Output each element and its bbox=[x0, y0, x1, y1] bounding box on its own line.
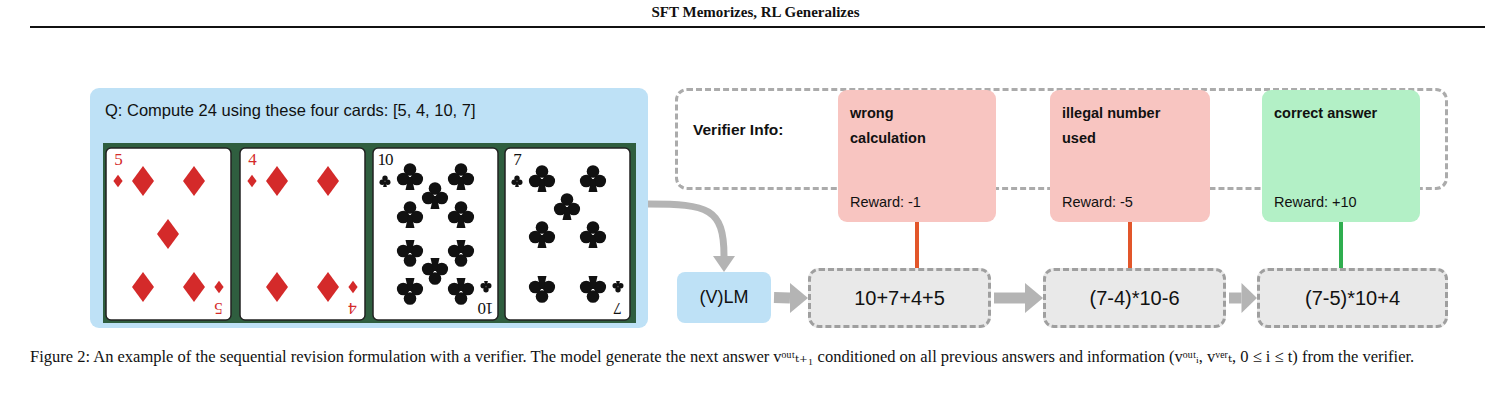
arrow-head bbox=[1242, 283, 1258, 313]
card-index: 7 bbox=[505, 151, 529, 169]
club-pip bbox=[511, 176, 522, 187]
box-text: (7-4)*10-6 bbox=[1089, 287, 1179, 310]
card-table bbox=[103, 143, 636, 323]
connector bbox=[994, 283, 1043, 313]
figure-caption: Figure 2: An example of the sequential r… bbox=[30, 345, 1485, 368]
card-index: 5 bbox=[106, 151, 130, 169]
connector bbox=[1229, 283, 1257, 313]
club-pip bbox=[422, 182, 448, 209]
connector-line bbox=[1128, 222, 1132, 268]
box-text: Q: Compute 24 using these four cards: [5… bbox=[105, 101, 476, 120]
box-subtext: Reward: -5 bbox=[1062, 194, 1133, 210]
club-pip bbox=[480, 281, 491, 292]
club-pip bbox=[580, 165, 606, 192]
diamond-pip bbox=[183, 166, 205, 196]
box-text: correct answer bbox=[1274, 101, 1396, 126]
connector bbox=[648, 204, 735, 272]
playing-card bbox=[505, 148, 630, 320]
box-text: 10+7+4+5 bbox=[854, 287, 945, 310]
diamond-pip bbox=[317, 272, 339, 302]
playing-card bbox=[240, 148, 365, 320]
box-text: Verifier Info: bbox=[693, 121, 783, 139]
diamond-pip bbox=[183, 272, 205, 302]
card-index: 7 bbox=[606, 299, 630, 317]
arrow-head bbox=[713, 256, 735, 272]
club-pip bbox=[529, 221, 555, 248]
connector-line bbox=[915, 222, 919, 268]
club-pip bbox=[529, 276, 555, 303]
figure-title: SFT Memorizes, RL Generalizes bbox=[0, 4, 1511, 21]
box-text: (V)LM bbox=[700, 287, 749, 308]
club-pip bbox=[554, 193, 580, 220]
connector bbox=[1130, 222, 1131, 268]
box-text: wrong calculation bbox=[850, 101, 972, 151]
diamond-pip bbox=[247, 175, 256, 188]
feedback-box: illegal number usedReward: -5 bbox=[1050, 90, 1210, 222]
card-index: 5 bbox=[207, 299, 231, 317]
diamond-pip bbox=[132, 272, 154, 302]
card-index: 4 bbox=[240, 151, 264, 169]
box-text: illegal number used bbox=[1062, 101, 1184, 151]
box-subtext: Reward: +10 bbox=[1274, 194, 1357, 210]
connector bbox=[917, 222, 918, 268]
answer-box: (7-4)*10-6 bbox=[1043, 268, 1226, 328]
club-pip bbox=[397, 240, 423, 267]
card-index: 4 bbox=[341, 299, 365, 317]
playing-card bbox=[106, 148, 231, 320]
playing-card bbox=[373, 148, 498, 320]
club-pip bbox=[448, 278, 474, 305]
header-rule bbox=[30, 26, 1485, 28]
arrow-head bbox=[1025, 283, 1043, 313]
connector bbox=[774, 283, 808, 313]
club-pip bbox=[422, 258, 448, 285]
club-pip bbox=[448, 240, 474, 267]
box-text: (7-5)*10+4 bbox=[1305, 287, 1400, 310]
connector-line bbox=[648, 204, 724, 256]
club-pip bbox=[448, 201, 474, 228]
connector-line bbox=[1339, 222, 1343, 268]
arrow-head bbox=[790, 283, 808, 313]
diamond-pip bbox=[214, 281, 223, 294]
card-index: 10 bbox=[474, 299, 498, 317]
model-box: (V)LM bbox=[677, 272, 771, 323]
club-pip bbox=[397, 278, 423, 305]
card-index: 10 bbox=[373, 151, 397, 169]
club-pip bbox=[612, 281, 623, 292]
diamond-pip bbox=[266, 272, 288, 302]
answer-box: 10+7+4+5 bbox=[808, 268, 991, 328]
diamond-pip bbox=[113, 175, 122, 188]
club-pip bbox=[397, 201, 423, 228]
club-pip bbox=[529, 165, 555, 192]
club-pip bbox=[448, 163, 474, 190]
diamond-pip bbox=[317, 166, 339, 196]
club-pip bbox=[397, 163, 423, 190]
club-pip bbox=[379, 176, 390, 187]
diamond-pip bbox=[266, 166, 288, 196]
connector bbox=[1341, 222, 1342, 268]
box-subtext: Reward: -1 bbox=[850, 194, 921, 210]
connector-line bbox=[1229, 293, 1242, 304]
connector-line bbox=[994, 293, 1025, 304]
diamond-pip bbox=[157, 219, 179, 249]
answer-box: (7-5)*10+4 bbox=[1257, 268, 1448, 328]
diamond-pip bbox=[348, 281, 357, 294]
connector-line bbox=[774, 292, 790, 304]
diamond-pip bbox=[132, 166, 154, 196]
feedback-box: correct answerReward: +10 bbox=[1262, 90, 1420, 222]
club-pip bbox=[580, 276, 606, 303]
club-pip bbox=[580, 221, 606, 248]
feedback-box: wrong calculationReward: -1 bbox=[838, 90, 996, 222]
